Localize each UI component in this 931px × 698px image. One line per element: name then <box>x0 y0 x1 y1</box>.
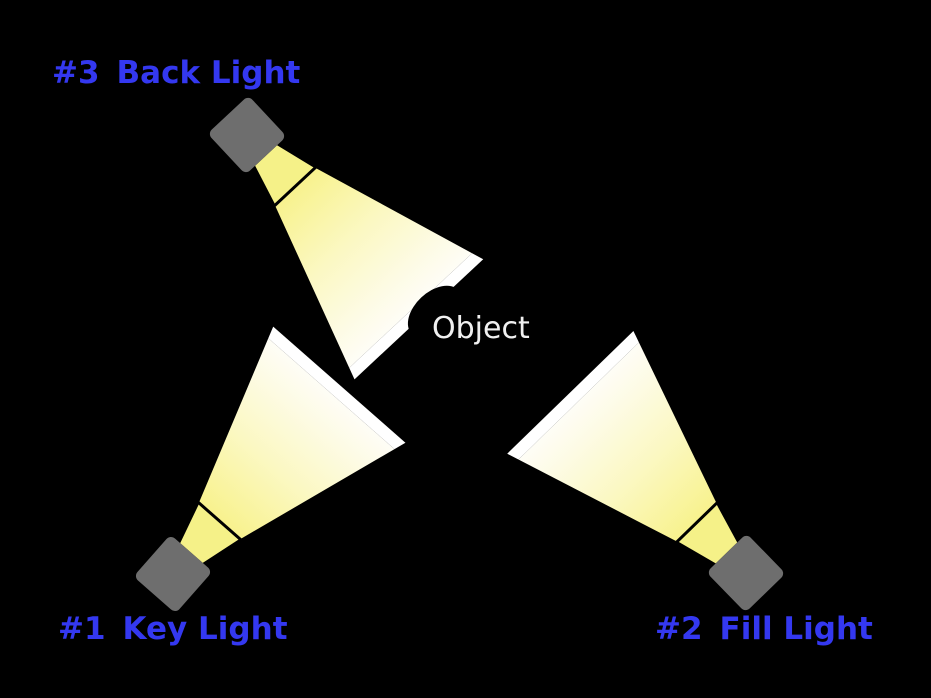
fill-light-number: #2 <box>655 611 703 647</box>
fill-light-name: Fill Light <box>719 611 873 647</box>
key-light-number: #1 <box>58 611 106 647</box>
key-light-name: Key Light <box>122 611 288 647</box>
object-shadow-notch <box>407 285 463 339</box>
fill-light <box>507 330 829 655</box>
fill-light-label: #2 Fill Light <box>655 612 873 646</box>
back-light-label: #3 Back Light <box>52 56 300 90</box>
back-light-number: #3 <box>52 55 100 91</box>
back-light-name: Back Light <box>116 55 301 91</box>
key-light-label: #1 Key Light <box>58 612 288 646</box>
object-label: Object <box>432 311 530 346</box>
